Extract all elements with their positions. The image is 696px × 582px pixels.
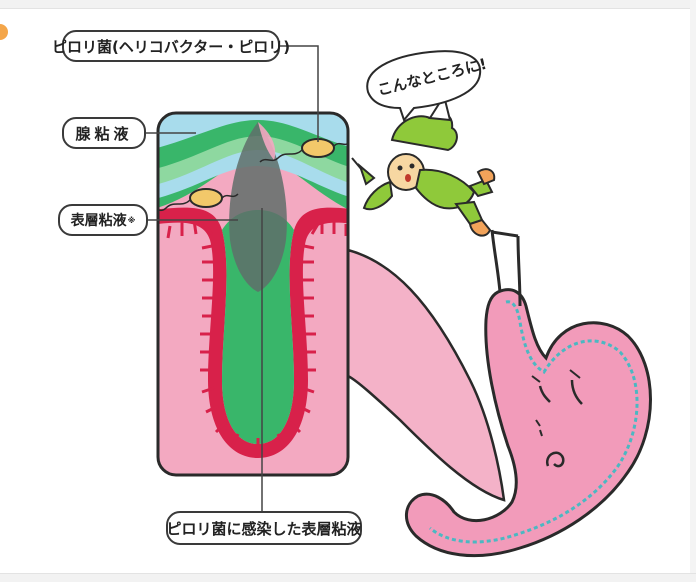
label-pylori: ピロリ菌(ヘリコバクター・ピロリ) (62, 30, 280, 62)
label-surface-mucus: 表層粘液※ (58, 204, 148, 236)
label-infected-mucus: ピロリ菌に感染した表層粘液 (166, 511, 362, 545)
label-surface-mucus-mark: ※ (128, 216, 136, 225)
mucosa-cross-section (150, 113, 360, 475)
zoom-connector (348, 250, 504, 500)
label-gland-mucus-text: 腺粘液 (75, 123, 132, 144)
esophagus (492, 230, 500, 292)
label-infected-mucus-text: ピロリ菌に感染した表層粘液 (167, 518, 362, 539)
label-surface-mucus-text: 表層粘液 (71, 210, 127, 230)
cartoon-character (352, 96, 494, 236)
label-pylori-text: ピロリ菌(ヘリコバクター・ピロリ) (52, 36, 290, 57)
label-gland-mucus: 腺粘液 (62, 117, 146, 149)
